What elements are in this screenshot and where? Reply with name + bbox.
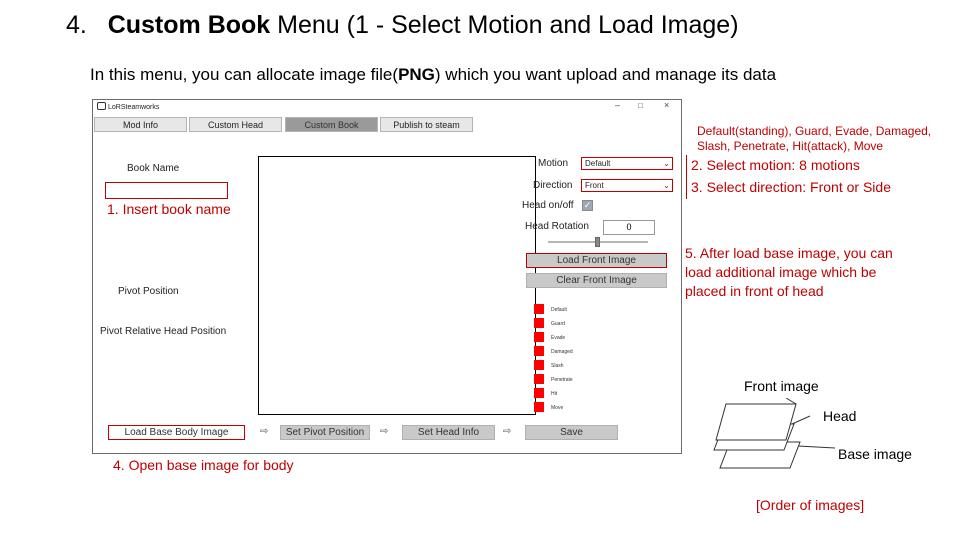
arrow-right-icon: ⇨ <box>380 426 389 437</box>
minimize-button[interactable]: – <box>615 100 621 110</box>
motion-color-swatch[interactable] <box>534 402 544 412</box>
head-onoff-checkbox[interactable]: ✓ <box>582 200 593 211</box>
annotation-motions-list-2: Slash, Penetrate, Hit(attack), Move <box>697 139 884 153</box>
tab-custom-head[interactable]: Custom Head <box>189 117 282 132</box>
close-button[interactable]: × <box>664 100 670 110</box>
annotation-5-line3: placed in front of head <box>685 283 824 299</box>
annotation-bracket-line <box>686 155 687 199</box>
head-rotation-label: Head Rotation <box>525 221 589 232</box>
motion-item-label: Evade <box>551 335 566 341</box>
book-name-input[interactable] <box>105 182 228 199</box>
heading-rest: Menu (1 - Select Motion and Load Image) <box>277 11 739 39</box>
chevron-down-icon: ⌄ <box>663 159 670 168</box>
arrow-right-icon: ⇨ <box>503 426 512 437</box>
motion-item-label: Slash <box>551 363 564 369</box>
pivot-position-label: Pivot Position <box>118 286 179 297</box>
subtitle-bold: PNG <box>398 65 435 84</box>
head-onoff-label: Head on/off <box>522 200 574 211</box>
heading-number: 4. <box>66 11 87 39</box>
window-title: LoRSteamworks <box>97 102 159 111</box>
window-title-text: LoRSteamworks <box>108 104 160 111</box>
direction-select-value: Front <box>585 181 604 190</box>
diagram-caption: [Order of images] <box>756 497 865 513</box>
subtitle-pre: In this menu, you can allocate image fil… <box>90 65 399 84</box>
app-logo-icon <box>97 102 106 110</box>
pivot-relative-head-label: Pivot Relative Head Position <box>100 326 227 337</box>
annotation-motions-list: Default(standing), Guard, Evade, Damaged… <box>697 124 932 138</box>
save-button[interactable]: Save <box>525 425 618 440</box>
motion-item-label: Penetrate <box>551 377 573 383</box>
motion-label: Motion <box>538 158 569 169</box>
motion-color-swatch[interactable] <box>534 346 544 356</box>
heading-bold: Custom Book <box>107 11 271 39</box>
motion-item-label: Guard <box>551 321 565 327</box>
base-image-label: Base image <box>838 446 912 462</box>
head-pointer-line <box>791 415 811 425</box>
annotation-3: 3. Select direction: Front or Side <box>691 179 891 195</box>
tab-publish-to-steam[interactable]: Publish to steam <box>380 117 473 132</box>
annotation-4: 4. Open base image for body <box>113 457 294 473</box>
annotation-1: 1. Insert book name <box>107 201 231 217</box>
page-subtitle: In this menu, you can allocate image fil… <box>90 65 776 85</box>
motion-color-swatch[interactable] <box>534 318 544 328</box>
motion-item-label: Hit <box>551 391 558 397</box>
front-pointer-line <box>785 398 797 405</box>
tab-custom-book[interactable]: Custom Book <box>285 117 378 132</box>
annotation-2: 2. Select motion: 8 motions <box>691 157 860 173</box>
slider-thumb[interactable] <box>595 237 600 247</box>
motion-item-label: Default <box>551 307 567 313</box>
set-pivot-position-button[interactable]: Set Pivot Position <box>280 425 370 440</box>
book-name-label: Book Name <box>127 163 180 174</box>
tab-mod-info[interactable]: Mod Info <box>94 117 187 132</box>
motion-item-label: Move <box>551 405 564 411</box>
app-window: LoRSteamworks – □ × Mod Info Custom Head… <box>92 99 682 454</box>
front-image-label: Front image <box>744 378 819 394</box>
motion-color-swatch[interactable] <box>534 304 544 314</box>
direction-select[interactable]: Front ⌄ <box>581 179 673 192</box>
head-label: Head <box>823 408 857 424</box>
head-rotation-input[interactable]: 0 <box>603 220 655 235</box>
load-base-body-image-button[interactable]: Load Base Body Image <box>108 425 245 440</box>
annotation-5-line1: 5. After load base image, you can <box>685 245 893 261</box>
load-front-image-button[interactable]: Load Front Image <box>526 253 667 268</box>
arrow-right-icon: ⇨ <box>260 426 269 437</box>
front-layer-shape <box>715 403 797 441</box>
image-preview-canvas[interactable] <box>258 156 536 415</box>
motion-select-value: Default <box>585 159 611 168</box>
annotation-5-line2: load additional image which be <box>685 264 877 280</box>
motion-select[interactable]: Default ⌄ <box>581 157 673 170</box>
chevron-down-icon: ⌄ <box>663 181 670 190</box>
motion-item-label: Damaged <box>551 349 573 355</box>
set-head-info-button[interactable]: Set Head Info <box>402 425 495 440</box>
motion-color-swatch[interactable] <box>534 360 544 370</box>
maximize-button[interactable]: □ <box>638 101 643 110</box>
motion-color-swatch[interactable] <box>534 374 544 384</box>
motion-color-swatch[interactable] <box>534 388 544 398</box>
image-layers-diagram <box>713 398 836 469</box>
motion-color-swatch[interactable] <box>534 332 544 342</box>
direction-label: Direction <box>533 180 573 191</box>
base-pointer-line <box>797 445 836 449</box>
page-title: 4. Custom Book Menu (1 - Select Motion a… <box>66 11 739 40</box>
clear-front-image-button[interactable]: Clear Front Image <box>526 273 667 288</box>
subtitle-post: ) which you want upload and manage its d… <box>434 65 777 84</box>
